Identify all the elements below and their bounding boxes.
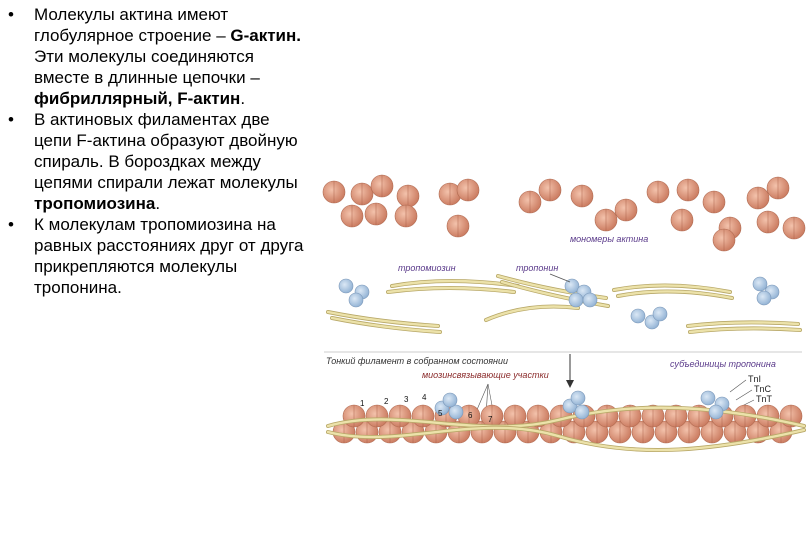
label-tropomyosin: тропомиозин <box>398 263 456 273</box>
bullet-text-part: К молекулам тропомиозина на равных расст… <box>34 215 304 297</box>
bullet-text-bold: тропомиозина <box>34 194 156 213</box>
actin-monomer <box>350 182 374 206</box>
filament-number: 6 <box>468 411 473 420</box>
actin-monomer <box>322 180 346 204</box>
binding-pointer <box>475 383 489 413</box>
actin-monomer <box>594 208 618 232</box>
bullet-text-part: Эти молекулы соединяются вместе в длинны… <box>34 47 260 87</box>
arrow-down-icon <box>566 380 574 388</box>
bullet-symbol: • <box>8 5 14 24</box>
actin-monomers <box>322 174 806 252</box>
troponin-subunit <box>708 404 724 420</box>
troponin-subunit <box>338 278 354 294</box>
label-tni: TnI <box>748 374 761 384</box>
tni-pointer <box>729 379 747 393</box>
actin-monomer <box>746 186 770 210</box>
actin-filament-figure: мономеры актина тропомиозин тропонин Тон… <box>322 174 806 452</box>
label-binding-sites: миозинсвязывающие участки <box>422 370 549 380</box>
troponin-subunit <box>442 392 458 408</box>
troponin-subunit <box>348 292 364 308</box>
filament-numbers: 1 2 3 4 5 6 7 <box>360 393 493 424</box>
troponin-pointer <box>549 273 571 283</box>
actin-monomer <box>646 180 670 204</box>
troponin-subunit <box>630 308 646 324</box>
label-subunits: субъединицы тропонина <box>670 359 776 369</box>
bullet-text-part: . <box>240 89 246 108</box>
actin-monomer <box>364 202 388 226</box>
actin-monomer <box>396 184 420 208</box>
assembled-filament <box>326 390 806 452</box>
troponin-subunit <box>564 278 580 294</box>
actin-monomer <box>756 210 780 234</box>
filament-number: 2 <box>384 397 389 406</box>
filament-number: 4 <box>422 393 427 402</box>
actin-monomer <box>340 204 364 228</box>
actin-monomer <box>518 190 542 214</box>
troponin-subunit <box>574 404 590 420</box>
bullet-symbol: • <box>8 215 14 234</box>
troponin-subunit <box>700 390 716 406</box>
bullet-text-part: . <box>155 194 161 213</box>
actin-monomer <box>370 174 394 198</box>
actin-monomer <box>782 216 806 240</box>
actin-monomer <box>766 176 790 200</box>
bullet-text-part: В актиновых филаментах две цепи F-актина… <box>34 110 298 192</box>
actin-monomer <box>538 178 562 202</box>
actin-monomer <box>723 420 747 444</box>
troponin-subunit <box>570 390 586 406</box>
actin-monomer <box>676 178 700 202</box>
tnc-pointer <box>735 389 753 401</box>
troponin-subunit <box>756 290 772 306</box>
actin-monomer <box>365 404 389 428</box>
bullet-text-bold: фибриллярный, F-актин <box>34 89 241 108</box>
troponin-subunit <box>448 404 464 420</box>
filament-number: 5 <box>438 409 443 418</box>
troponin-complexes <box>338 276 780 330</box>
label-tnc: TnC <box>754 384 772 394</box>
label-monomers: мономеры актина <box>570 234 648 244</box>
bullet-text-part: Молекулы актина имеют глобулярное строен… <box>34 5 231 45</box>
troponin-subunit <box>582 292 598 308</box>
filament-number: 7 <box>488 415 493 424</box>
troponin-subunit <box>652 306 668 322</box>
actin-monomer <box>702 190 726 214</box>
bullet-item: • Молекулы актина имеют глобулярное стро… <box>4 4 304 109</box>
actin-monomer <box>456 178 480 202</box>
actin-monomer <box>712 228 736 252</box>
bullet-text-bold: G-актин. <box>230 26 301 45</box>
filament-number: 3 <box>404 395 409 404</box>
actin-monomer <box>631 420 655 444</box>
label-thin-filament: Тонкий филамент в собранном состоянии <box>326 356 508 366</box>
actin-monomer <box>394 204 418 228</box>
actin-monomer <box>700 420 724 444</box>
actin-monomer <box>570 184 594 208</box>
actin-monomer <box>677 420 701 444</box>
bullet-item: • В актиновых филаментах две цепи F-акти… <box>4 109 304 214</box>
actin-monomer <box>664 404 688 428</box>
troponin-subunit <box>752 276 768 292</box>
filament-number: 1 <box>360 399 365 408</box>
bullet-symbol: • <box>8 110 14 129</box>
troponin-subunit <box>568 292 584 308</box>
bullet-item: • К молекулам тропомиозина на равных рас… <box>4 214 304 298</box>
actin-monomer <box>614 198 638 222</box>
label-troponin: тропонин <box>516 263 558 273</box>
label-tnt: TnT <box>756 394 773 404</box>
tropomyosin-strands <box>326 274 802 334</box>
actin-monomer <box>446 214 470 238</box>
text-column: • Молекулы актина имеют глобулярное стро… <box>4 4 304 298</box>
actin-monomer <box>670 208 694 232</box>
actin-monomer <box>388 404 412 428</box>
